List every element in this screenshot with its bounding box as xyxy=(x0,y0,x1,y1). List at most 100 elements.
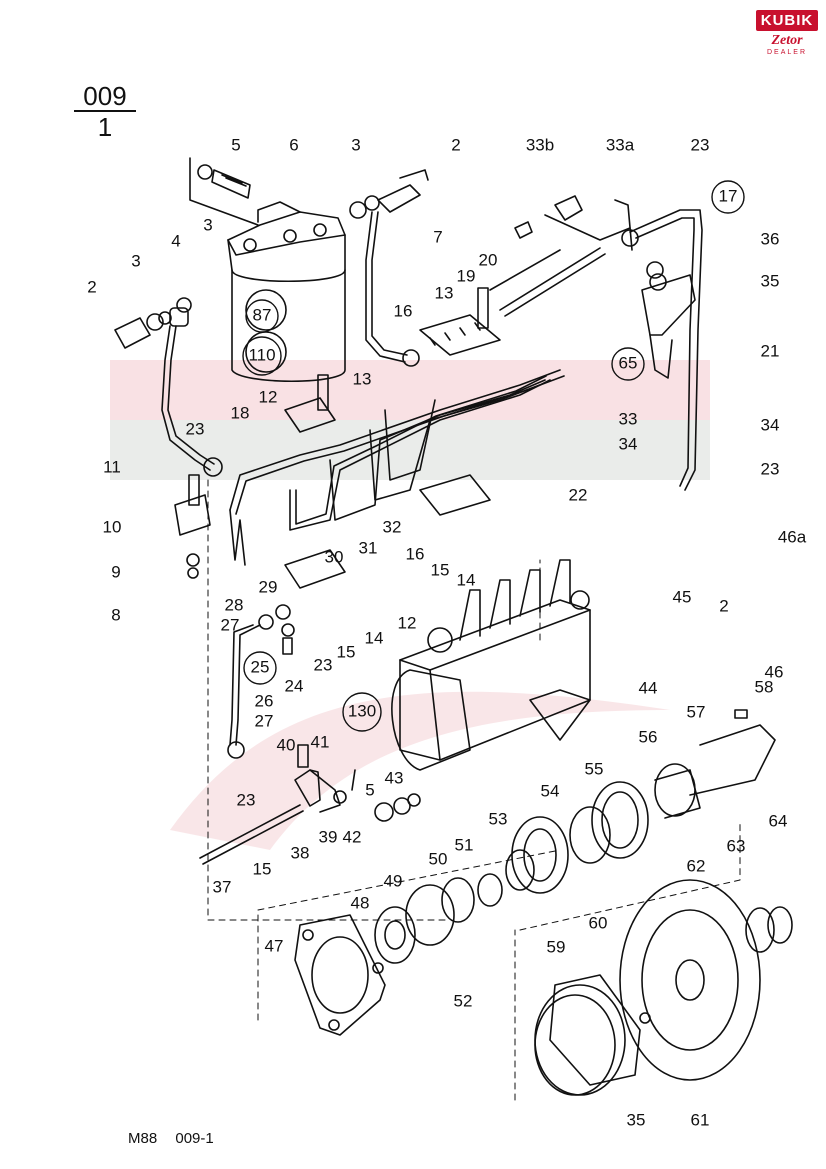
footer-model: M88 xyxy=(128,1130,158,1147)
callout-10: 10 xyxy=(103,517,122,536)
callout-28: 28 xyxy=(225,595,244,614)
callout-20: 20 xyxy=(479,250,498,269)
callout-15: 15 xyxy=(337,642,356,661)
circle-ref-87 xyxy=(245,299,279,333)
callout-31: 31 xyxy=(359,538,378,557)
bracket-10 xyxy=(174,474,211,579)
callout-33a: 33a xyxy=(606,135,635,154)
callout-58: 58 xyxy=(755,677,774,696)
callout-15: 15 xyxy=(253,859,272,878)
callout-42: 42 xyxy=(343,827,362,846)
callout-38: 38 xyxy=(291,843,310,862)
callout-23: 23 xyxy=(691,135,710,154)
logo-kubik: KUBIK xyxy=(756,10,818,31)
flange-gasket-59-60 xyxy=(534,974,651,1096)
callout-35: 35 xyxy=(761,271,780,290)
callout-87: 87 xyxy=(253,305,272,324)
callout-4: 4 xyxy=(171,231,180,250)
callout-39: 39 xyxy=(319,827,338,846)
circle-ref-65 xyxy=(611,347,645,381)
callout-33: 33 xyxy=(619,409,638,428)
figure-number: 009 1 xyxy=(74,82,136,142)
injector-nozzle xyxy=(641,261,696,379)
callout-15: 15 xyxy=(431,560,450,579)
callout-63: 63 xyxy=(727,836,746,855)
callout-14: 14 xyxy=(365,628,384,647)
callout-30: 30 xyxy=(325,547,344,566)
seal-rings-43 xyxy=(374,793,421,822)
pipe-clamp-16-top xyxy=(419,287,501,356)
callout-48: 48 xyxy=(351,893,370,912)
callout-3: 3 xyxy=(351,135,360,154)
callout-7: 7 xyxy=(433,227,442,246)
callout-23: 23 xyxy=(314,655,333,674)
callout-64: 64 xyxy=(769,811,788,830)
control-rod-37 xyxy=(199,804,304,865)
callout-3: 3 xyxy=(203,215,212,234)
callout-27: 27 xyxy=(255,711,274,730)
callout-13: 13 xyxy=(353,369,372,388)
callout-36: 36 xyxy=(761,229,780,248)
callout-16: 16 xyxy=(406,544,425,563)
callout-5: 5 xyxy=(365,780,374,799)
gasket-47 xyxy=(294,914,386,1036)
callout-11: 11 xyxy=(103,457,121,476)
callout-19: 19 xyxy=(457,266,476,285)
callout-3: 3 xyxy=(131,251,140,270)
callout-34: 34 xyxy=(619,434,638,453)
bearings xyxy=(505,781,649,894)
callout-25: 25 xyxy=(251,657,270,676)
bolt-washer-5-6 xyxy=(189,157,259,226)
callout-41: 41 xyxy=(311,732,330,751)
callout-130: 130 xyxy=(348,701,376,720)
callout-26: 26 xyxy=(255,691,274,710)
page-footer: M88 009-1 xyxy=(128,1130,214,1147)
callout-47: 47 xyxy=(265,936,284,955)
logo-dealer: DEALER xyxy=(766,49,807,56)
callout-65: 65 xyxy=(619,353,638,372)
callout-2: 2 xyxy=(87,277,96,296)
return-pipe-21 xyxy=(629,209,703,491)
circle-ref-17 xyxy=(711,180,745,214)
reference-circles xyxy=(242,180,745,732)
callout-53: 53 xyxy=(489,809,508,828)
circle-ref-25 xyxy=(243,651,277,685)
callout-35: 35 xyxy=(627,1110,646,1129)
drive-coupling-48-53 xyxy=(374,873,503,964)
pipe-clamps-12 xyxy=(284,374,491,589)
callout-23: 23 xyxy=(186,419,205,438)
callout-46a: 46a xyxy=(778,527,807,546)
feed-pipe-26 xyxy=(227,604,295,759)
callout-51: 51 xyxy=(455,835,474,854)
fuel-filter xyxy=(227,201,346,383)
callout-18: 18 xyxy=(231,403,250,422)
callout-8: 8 xyxy=(111,605,120,624)
callout-55: 55 xyxy=(585,759,604,778)
callout-50: 50 xyxy=(429,849,448,868)
callout-13: 13 xyxy=(435,283,454,302)
callout-60: 60 xyxy=(589,913,608,932)
drive-shaft-57 xyxy=(654,709,776,819)
logo-zetor: Zetor xyxy=(771,33,803,48)
circle-ref-110 xyxy=(242,336,282,376)
injection-pump xyxy=(391,559,591,771)
figure-number-main: 009 xyxy=(74,82,136,112)
callout-49: 49 xyxy=(384,871,403,890)
callout-14: 14 xyxy=(457,570,476,589)
callout-24: 24 xyxy=(285,676,304,695)
footer-page: 009-1 xyxy=(175,1130,214,1147)
callout-12: 12 xyxy=(398,613,417,632)
callout-6: 6 xyxy=(289,135,298,154)
callout-21: 21 xyxy=(761,341,780,360)
callout-59: 59 xyxy=(547,937,566,956)
assembly-guide-lines xyxy=(207,479,741,1101)
callout-17: 17 xyxy=(719,186,738,205)
callout-9: 9 xyxy=(111,562,120,581)
fuel-pipe-7 xyxy=(349,169,429,367)
callout-16: 16 xyxy=(394,301,413,320)
callout-23: 23 xyxy=(761,459,780,478)
drive-gear-62 xyxy=(619,879,793,1081)
callout-37: 37 xyxy=(213,877,232,896)
